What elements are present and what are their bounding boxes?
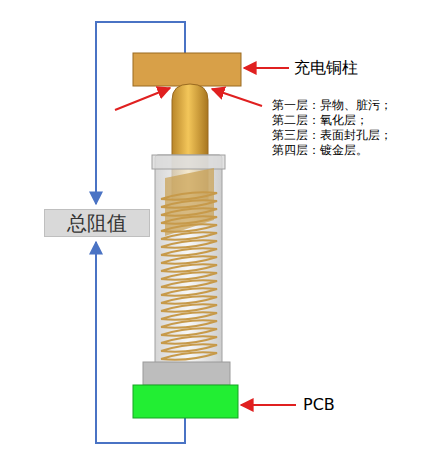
spring-coil xyxy=(161,248,217,256)
spring-coil xyxy=(161,264,217,272)
layer-note: 第四层：镀金层。 xyxy=(272,144,368,158)
leader-arrow xyxy=(115,88,170,110)
spring-coil xyxy=(161,192,217,200)
layer-note: 第二层：氧化层； xyxy=(272,114,368,128)
pcb-board xyxy=(133,385,238,418)
spring xyxy=(161,192,217,360)
barrel xyxy=(155,155,222,365)
spring-coil xyxy=(161,304,217,312)
spring-coil xyxy=(161,200,217,208)
leader-arrow xyxy=(212,89,262,106)
spring-coil xyxy=(161,296,217,304)
base xyxy=(143,362,230,385)
node-label: 总阻值 xyxy=(67,212,127,234)
spring-coil xyxy=(161,272,217,280)
spring-coil xyxy=(161,208,217,216)
layer-note: 第一层：异物、脏污； xyxy=(272,99,392,113)
spring-coil xyxy=(161,288,217,296)
layer-note: 第三层：表面封孔层； xyxy=(272,129,392,143)
part-name: 充电铜柱 xyxy=(294,58,358,77)
spring-coil xyxy=(161,216,217,224)
leader-arrow xyxy=(241,404,296,406)
spring-coil xyxy=(161,328,217,336)
spring-coil xyxy=(161,256,217,264)
part-name: PCB xyxy=(303,395,335,414)
spring-coil xyxy=(161,232,217,240)
value-box: 总阻值 xyxy=(44,209,150,237)
spring-coil xyxy=(161,344,217,352)
spring-coil xyxy=(161,224,217,232)
spring-coil xyxy=(161,280,217,288)
spring-coil xyxy=(161,320,217,328)
copper-block xyxy=(133,53,241,86)
barrel-collar xyxy=(152,155,225,169)
spring-coil xyxy=(161,312,217,320)
spring-coil xyxy=(161,240,217,248)
spring-coil xyxy=(161,336,217,344)
leader-arrow xyxy=(244,67,289,69)
spring-coil xyxy=(161,352,217,360)
